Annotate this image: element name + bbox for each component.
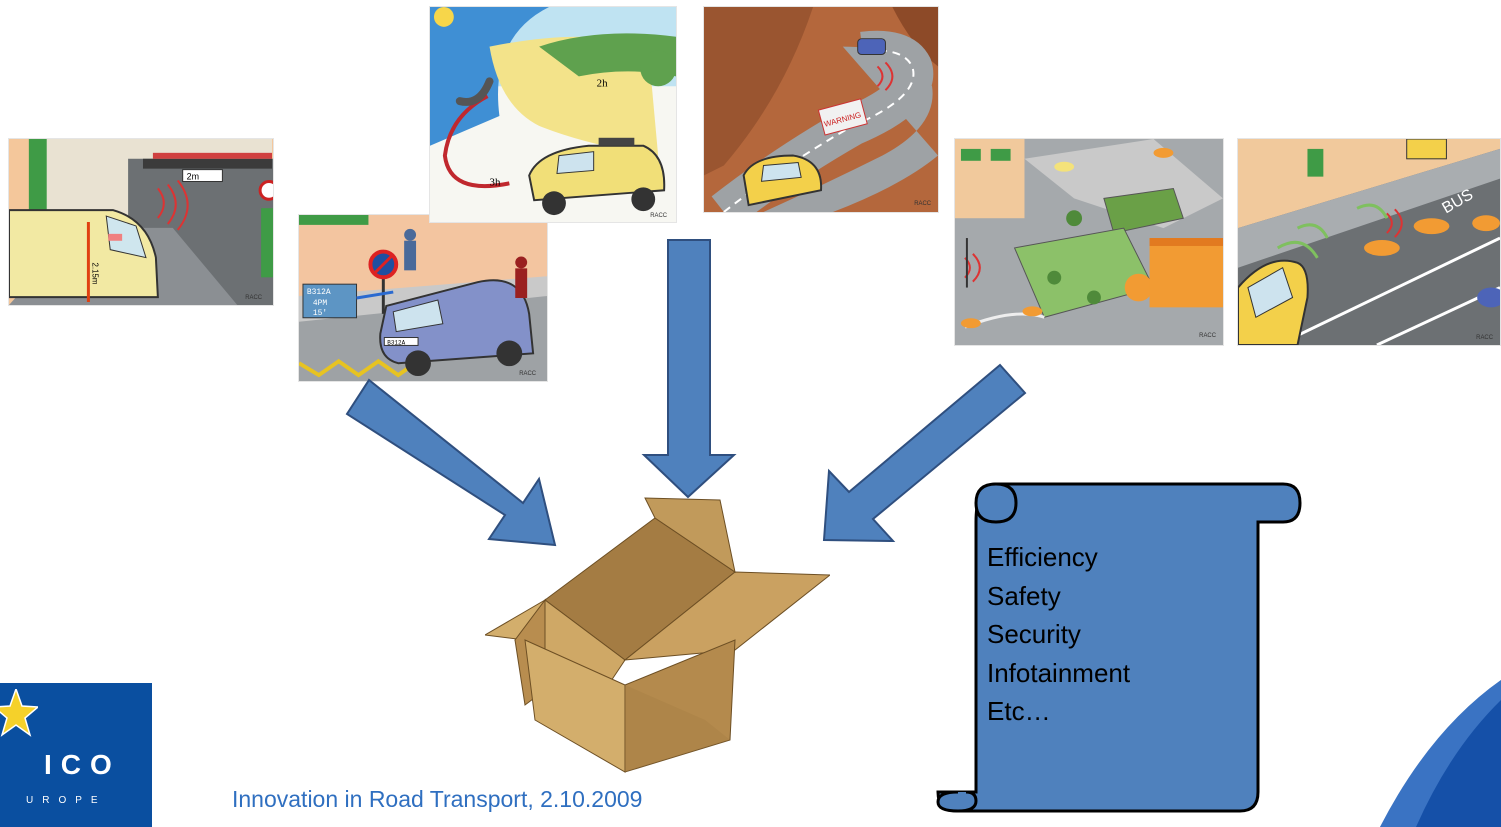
scroll-item: Security bbox=[987, 619, 1081, 649]
van-plate-text: B312A bbox=[387, 339, 405, 346]
scroll-item: Efficiency bbox=[987, 542, 1098, 572]
illustration-parking-enforcement: B312A 4PM 15' B312A RACC bbox=[298, 214, 548, 382]
garage-sign-text: 2m bbox=[187, 172, 199, 182]
illustration-garage-height: 2m 2.15m RACC bbox=[8, 138, 274, 306]
illustration-roundabout-traffic: RACC bbox=[954, 138, 1224, 346]
vehicle-height-text: 2.15m bbox=[90, 263, 99, 285]
display-line-3: 15' bbox=[313, 309, 327, 318]
corner-swoosh bbox=[1380, 680, 1501, 827]
scroll-item: Safety bbox=[987, 580, 1061, 611]
credit-garage: RACC bbox=[245, 295, 263, 301]
scroll-banner bbox=[936, 482, 1302, 813]
arrow-left bbox=[345, 378, 557, 547]
arrow-right bbox=[822, 363, 1027, 543]
scroll-item: Etc… bbox=[987, 696, 1051, 726]
logo-secondary-text: UROPE bbox=[26, 795, 107, 806]
logo-primary-text: ICO bbox=[44, 749, 121, 780]
logo: ICO UROPE bbox=[0, 683, 152, 827]
illustration-cliff-warning: WARNING RACC bbox=[703, 6, 939, 213]
star-icon bbox=[0, 689, 38, 737]
beach-label-2h: 2h bbox=[597, 77, 608, 89]
credit-roundabout: RACC bbox=[1199, 333, 1217, 339]
arrow-center bbox=[641, 239, 737, 499]
scroll-text-list: Efficiency Safety Security Infotainment … bbox=[987, 538, 1130, 731]
credit-bus: RACC bbox=[1476, 335, 1494, 341]
illustration-beach-route: 2h 3h RACC bbox=[429, 6, 677, 223]
display-line-2: 4PM bbox=[313, 299, 328, 308]
open-box bbox=[485, 497, 830, 773]
credit-beach: RACC bbox=[650, 213, 668, 219]
footer-text: Innovation in Road Transport, 2.10.2009 bbox=[232, 786, 643, 812]
display-line-1: B312A bbox=[307, 288, 331, 297]
beach-label-3h: 3h bbox=[490, 176, 501, 188]
illustration-bus-lane: BUS RACC bbox=[1237, 138, 1501, 346]
credit-cliff: RACC bbox=[914, 201, 932, 207]
scroll-item: Infotainment bbox=[987, 657, 1131, 688]
credit-parking: RACC bbox=[519, 371, 537, 377]
